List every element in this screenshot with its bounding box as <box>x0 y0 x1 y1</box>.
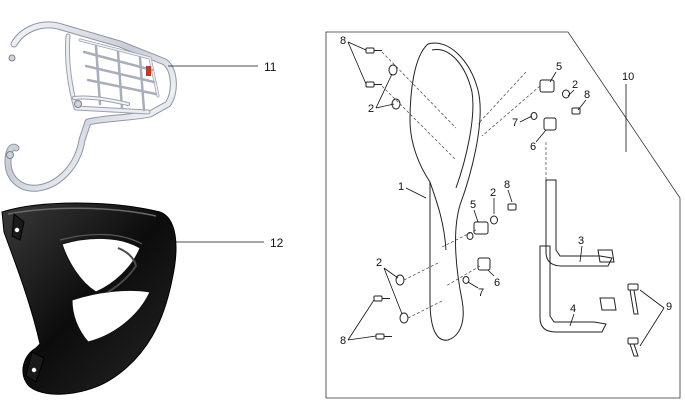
callout-2-mid: 2 <box>490 187 496 199</box>
callout-8-top-right: 8 <box>584 89 590 101</box>
luggage-rack-image <box>4 21 177 192</box>
callout-1: 1 <box>398 181 404 193</box>
callout-7-mid: 7 <box>478 287 484 299</box>
callout-9: 9 <box>666 301 672 313</box>
callout-3: 3 <box>578 235 584 247</box>
bracket-parts <box>539 140 617 333</box>
hardware-top-right <box>477 71 581 137</box>
bolts-part-9 <box>627 283 639 357</box>
exploded-view-frame <box>325 31 681 399</box>
callout-8-mid: 8 <box>504 179 510 191</box>
callout-8-top-left: 8 <box>340 35 346 47</box>
callout-2-left: 2 <box>376 257 382 269</box>
callout-5-top: 5 <box>556 61 562 73</box>
backrest-part-number: 12 <box>270 236 284 250</box>
callout-2-top: 2 <box>368 103 374 115</box>
hardware-bottom-left <box>373 261 445 340</box>
callout-6-mid: 6 <box>494 277 500 289</box>
rack-part-number: 11 <box>264 60 277 74</box>
hardware-middle <box>439 203 517 287</box>
callout-10: 10 <box>622 71 634 83</box>
callout-8-bottom-left: 8 <box>340 335 346 347</box>
callout-4: 4 <box>570 303 576 315</box>
callout-7-top: 7 <box>512 117 518 129</box>
windscreen-part <box>409 42 481 341</box>
callout-2-top-right: 2 <box>572 79 578 91</box>
callout-6-top: 6 <box>530 141 536 153</box>
backrest-image <box>1 202 177 395</box>
hardware-top-left <box>365 47 457 161</box>
callout-5-mid: 5 <box>470 199 476 211</box>
